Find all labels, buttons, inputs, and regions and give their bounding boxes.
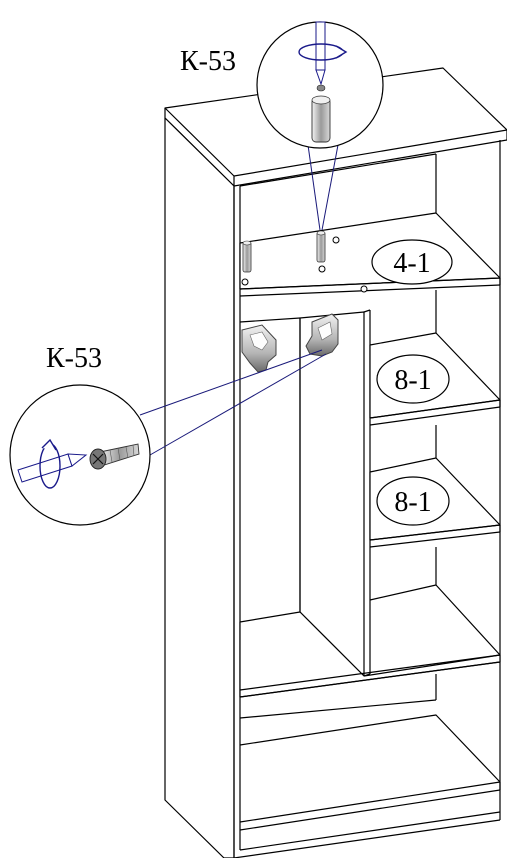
left-side-panel (164, 117, 235, 859)
part-label-4-1-text: 4-1 (393, 248, 430, 279)
part-label-4-1: 4-1 (371, 239, 453, 285)
part-label-8-1-lower: 8-1 (376, 476, 450, 526)
holes (241, 236, 368, 293)
part-label-8-1-upper: 8-1 (376, 354, 450, 404)
part-label-8-1-upper-text: 8-1 (394, 365, 431, 396)
dowel-center (316, 230, 326, 263)
screw-icon (311, 84, 331, 143)
callout-top-label: К-53 (180, 46, 236, 77)
cabinet (164, 67, 507, 859)
rotate-arrow-icon-left (39, 438, 61, 489)
bracket-icon (241, 324, 277, 373)
callout-left-label: К-53 (46, 343, 102, 374)
shelf-4-1 (239, 212, 501, 290)
rotate-arrow-icon (298, 43, 348, 61)
leader-lines (139, 144, 339, 456)
dowel-left (242, 240, 252, 273)
part-label-8-1-lower-text: 8-1 (394, 487, 431, 518)
screw-icon-left (89, 443, 140, 470)
bracket-icon-right (305, 313, 339, 357)
callout-left (9, 384, 151, 526)
callout-top (256, 21, 384, 149)
